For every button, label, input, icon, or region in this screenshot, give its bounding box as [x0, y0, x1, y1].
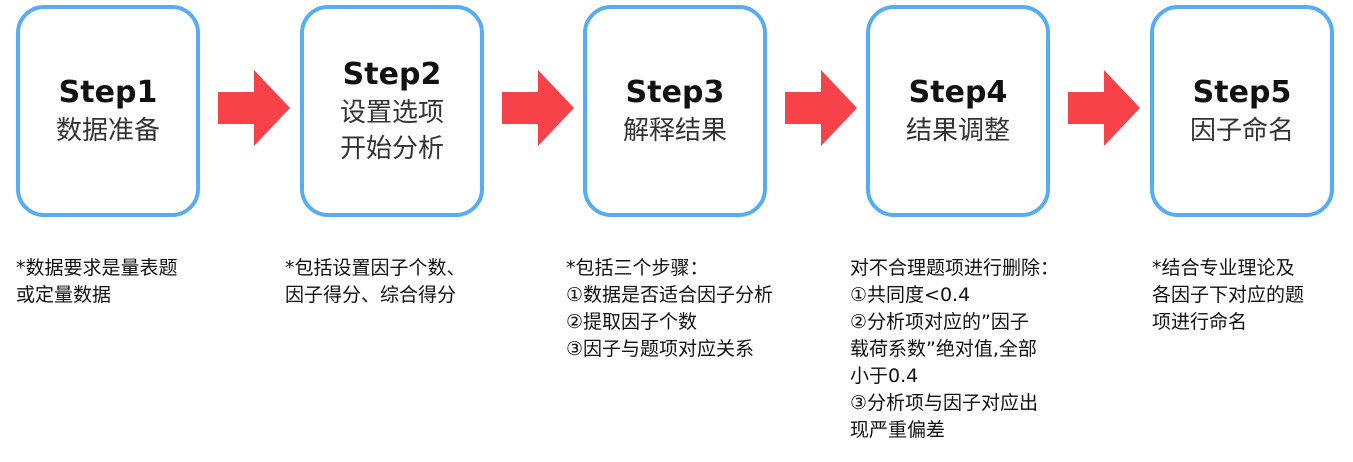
step-title: Step4 — [908, 75, 1008, 110]
note-line: 载荷系数”绝对值,全部 — [850, 338, 1037, 360]
note-line: ②分析项对应的”因子 — [850, 311, 1029, 333]
step-note-3: *包括三个步骤： ①数据是否适合因子分析 ②提取因子个数 ③因子与题项对应关系 — [566, 255, 773, 363]
step-box-3: Step3 解释结果 — [583, 5, 767, 217]
note-line: 各因子下对应的题 — [1152, 284, 1305, 306]
note-line: *包括三个步骤： — [566, 257, 709, 279]
note-line: 对不合理题项进行删除： — [850, 257, 1060, 279]
note-line: 因子得分、综合得分 — [285, 284, 457, 306]
note-line: ③分析项与因子对应出 — [850, 392, 1039, 414]
note-line: 或定量数据 — [16, 284, 112, 306]
note-line: 小于0.4 — [850, 365, 919, 387]
note-line: ①数据是否适合因子分析 — [566, 284, 774, 306]
step-subtitle: 因子命名 — [1189, 116, 1294, 146]
step-subtitle: 解释结果 — [622, 116, 727, 146]
step-subtitle: 设置选项 — [339, 98, 444, 128]
step-box-1: Step1 数据准备 — [16, 5, 200, 217]
right-arrow-icon — [785, 70, 857, 146]
note-line: 项进行命名 — [1152, 311, 1248, 333]
step-subtitle: 结果调整 — [905, 116, 1010, 146]
step-note-4: 对不合理题项进行删除： ①共同度<0.4 ②分析项对应的”因子 载荷系数”绝对值… — [850, 255, 1059, 444]
step-subtitle: 数据准备 — [55, 116, 160, 146]
step-subtitle: 开始分析 — [339, 134, 444, 164]
step-note-2: *包括设置因子个数、 因子得分、综合得分 — [285, 255, 466, 309]
step-title: Step2 — [342, 57, 442, 92]
right-arrow-icon — [1068, 70, 1140, 146]
right-arrow-icon — [502, 70, 574, 146]
step-title: Step3 — [625, 75, 725, 110]
step-note-5: *结合专业理论及 各因子下对应的题 项进行命名 — [1152, 255, 1304, 336]
right-arrow-icon — [218, 70, 290, 146]
note-line: ①共同度<0.4 — [850, 284, 971, 306]
step-box-2: Step2 设置选项 开始分析 — [300, 5, 484, 217]
note-line: *结合专业理论及 — [1152, 257, 1295, 279]
note-line: 现严重偏差 — [850, 419, 946, 441]
note-line: *包括设置因子个数、 — [285, 257, 466, 279]
note-line: ③因子与题项对应关系 — [566, 338, 755, 360]
step-note-1: *数据要求是量表题 或定量数据 — [16, 255, 178, 309]
step-box-4: Step4 结果调整 — [866, 5, 1050, 217]
note-line: *数据要求是量表题 — [16, 257, 178, 279]
step-title: Step5 — [1192, 75, 1292, 110]
step-box-5: Step5 因子命名 — [1150, 5, 1334, 217]
step-title: Step1 — [58, 75, 158, 110]
note-line: ②提取因子个数 — [566, 311, 698, 333]
